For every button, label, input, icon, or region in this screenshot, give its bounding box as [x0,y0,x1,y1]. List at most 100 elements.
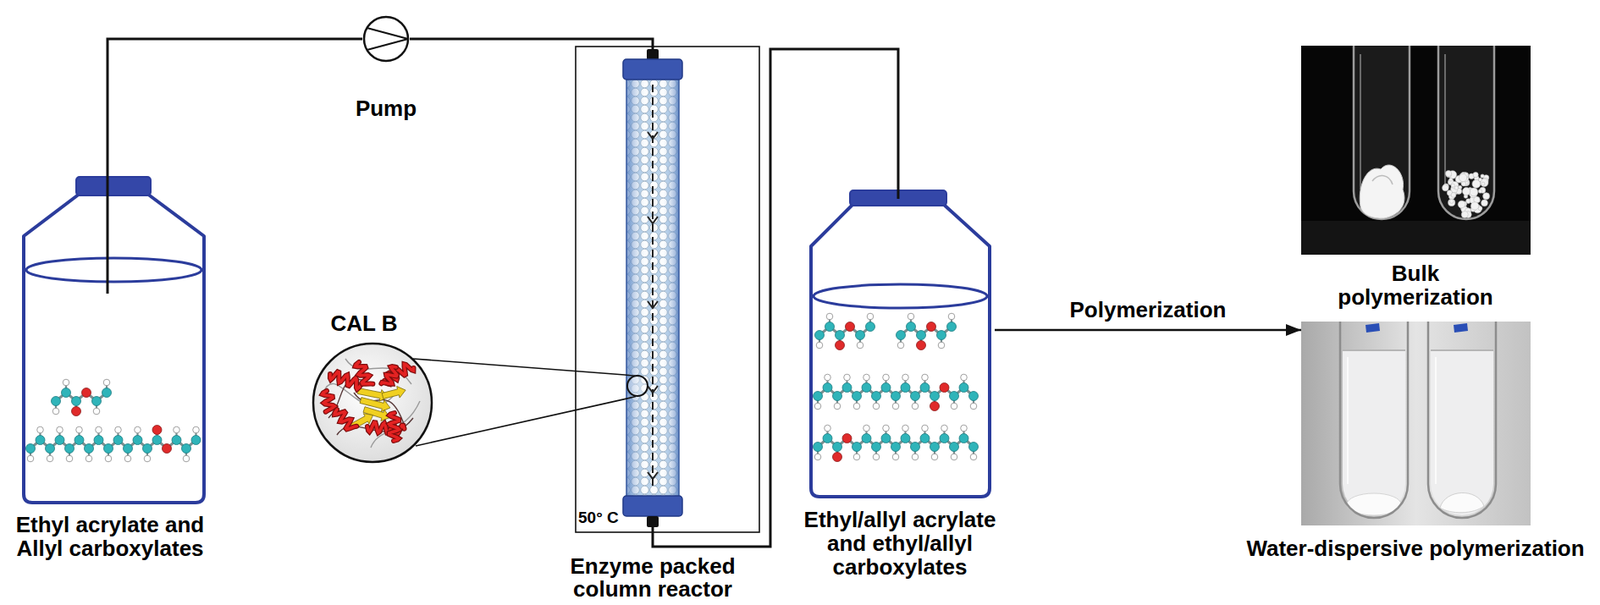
dispersion-photo: Water-dispersive polymerization [1301,321,1531,526]
oxygen-atom [930,402,940,412]
hydrogen-atom [76,426,83,434]
node-label: Water-dispersive polymerization [1246,536,1584,561]
pump-mark [367,27,409,39]
carbon-atom [959,383,969,393]
protein-ribbon [322,358,420,448]
hydrogen-atom [970,453,977,461]
flow-direction [651,84,654,486]
column-fitting [646,516,659,528]
polymer-granule [1469,187,1479,197]
carbon-atom [937,331,947,341]
molecule-model [813,374,979,411]
hydrogen-atom [970,402,977,410]
carbon-atom [822,434,833,444]
hydrogen-atom [66,455,73,463]
flow-arrowhead [647,132,658,139]
polymer-granule [1458,173,1467,182]
carbon-atom [104,444,114,454]
helix-ribbon [389,413,400,442]
polymer-granule [1458,201,1466,209]
carbon-atom [949,442,960,453]
polymer-granule [1473,172,1479,178]
carbon-atom [132,435,143,446]
pump-circle [364,16,409,61]
polymer-granule [1478,189,1482,194]
helix-ribbon [380,366,398,385]
column-cap [623,59,683,80]
column-fitting [646,49,659,61]
polymer-granule [1481,199,1489,207]
hydrogen-atom [950,453,958,461]
polymer-granule [1461,211,1468,219]
polymer-granule [1461,182,1466,187]
carbon-atom [916,331,927,341]
hydrogen-atom [872,402,880,410]
hydrogen-atom [52,408,60,415]
node-label: Bulk polymerization [1330,261,1501,309]
hydrogen-atom [941,424,949,432]
polymer-granule [1451,193,1457,199]
hydrogen-atom [143,455,151,463]
pump-symbol-drawing [362,15,410,63]
carbon-atom [45,444,56,454]
pump-symbol: Pump [362,15,410,63]
polymer-granule [1470,202,1479,210]
dispersion-liquid [1430,350,1494,516]
tube-line [409,38,653,46]
polymer-granule [1454,186,1458,190]
carbon-atom [947,322,957,332]
hydrogen-atom [85,455,93,463]
glass-highlight [1346,357,1349,485]
product-bottle-drawing [805,188,995,501]
hydrogen-atom [960,424,968,432]
glass-highlight [1434,357,1437,485]
carbon-atom [825,322,835,332]
column-body [626,77,679,498]
flow-arrowhead [647,301,658,309]
oxygen-atom [162,444,172,454]
hydrogen-atom [182,455,190,463]
helix-ribbon [355,362,374,385]
sheet-arrow [381,386,406,400]
test-tube [1340,321,1408,519]
carbon-atom [949,391,960,402]
enzyme-circle-drawing [311,342,434,464]
hydrogen-atom [897,342,905,349]
tube-end [897,188,900,199]
enzyme-circle: CAL B [311,342,434,464]
column-cap [623,496,683,517]
carbon-atom [191,435,201,446]
supply-bottle: Ethyl acrylate and Allyl carboxylates [18,175,210,507]
carbon-atom [969,391,979,402]
carbon-atom [930,442,940,453]
carbon-atom [920,434,930,444]
carbon-atom [871,442,882,453]
hydrogen-atom [103,379,111,387]
zoom-leader-line [624,375,635,376]
enzyme-beads [626,77,679,498]
hydrogen-atom [826,313,834,320]
carbon-atom [833,391,843,402]
hydrogen-atom [37,426,45,434]
hydrogen-atom [921,424,929,432]
hydrogen-atom [921,374,929,381]
carbon-atom [881,434,891,444]
oxygen-atom [939,383,949,393]
oxygen-atom [926,322,937,332]
helix-ribbon [334,409,357,430]
molecule-model [51,379,112,416]
flow-arrowhead [647,386,658,393]
carbon-atom [102,388,112,398]
carbon-atom [906,322,916,332]
hydrogen-atom [62,379,70,387]
node-label: CAL B [331,311,398,336]
carbon-atom [852,442,862,453]
hydrogen-atom [46,455,54,463]
polymer-powder [1359,165,1405,219]
test-tube [1428,321,1496,519]
bottle-outline [811,204,990,497]
thermostat-frame [575,46,760,533]
photo-background [1301,220,1531,255]
carbon-atom [822,383,833,393]
molecule-model [813,424,979,462]
